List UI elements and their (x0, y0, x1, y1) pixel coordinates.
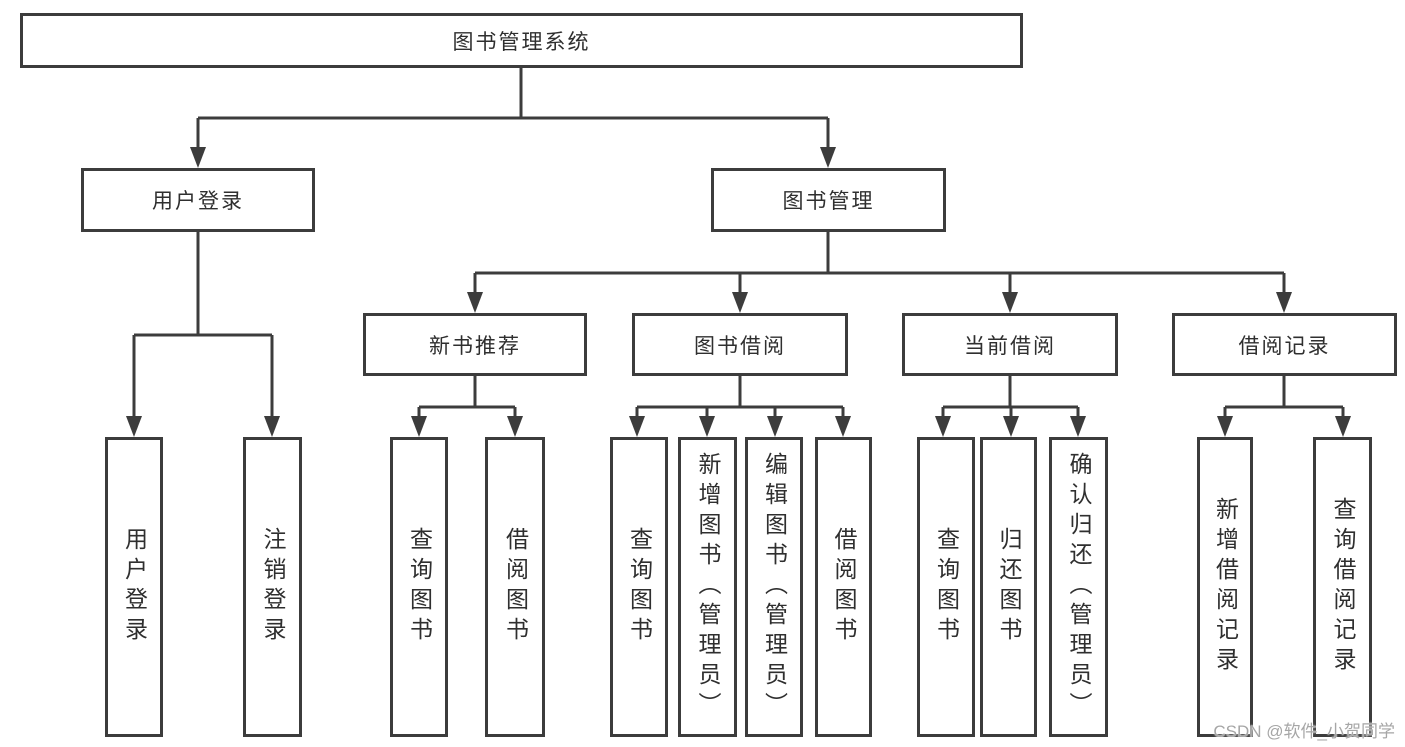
leaf-record-query: 查询借阅记录 (1313, 437, 1372, 737)
leaf-user-login-label: 用户登录 (121, 527, 148, 647)
leaf-user-login: 用户登录 (105, 437, 163, 737)
leaf-borrow-borrow: 借阅图书 (815, 437, 872, 737)
node-user-login-label: 用户登录 (152, 190, 244, 213)
arrowheads (126, 147, 1351, 437)
leaf-current-confirm: 确认归还（管理员） (1049, 437, 1108, 737)
leaf-borrow-add: 新增图书（管理员） (678, 437, 737, 737)
leaf-borrow-borrow-label: 借阅图书 (831, 527, 857, 647)
node-book-borrow: 图书借阅 (632, 313, 848, 376)
node-root-label: 图书管理系统 (452, 30, 591, 54)
csdn-watermark: CSDN @软件_小贺同学 (1213, 722, 1395, 741)
leaf-current-return-label: 归还图书 (996, 527, 1022, 647)
leaf-logout: 注销登录 (243, 437, 302, 737)
leaf-record-query-label: 查询借阅记录 (1330, 497, 1356, 677)
leaf-current-confirm-label: 确认归还（管理员） (1066, 452, 1092, 722)
leaf-borrow-edit-label: 编辑图书（管理员） (761, 452, 788, 722)
leaf-borrow-edit: 编辑图书（管理员） (745, 437, 803, 737)
node-user-login: 用户登录 (81, 168, 315, 232)
leaf-current-query-label: 查询图书 (933, 527, 960, 647)
node-root: 图书管理系统 (20, 13, 1023, 68)
leaf-current-query: 查询图书 (917, 437, 975, 737)
leaf-current-return: 归还图书 (980, 437, 1037, 737)
leaf-newbook-borrow: 借阅图书 (485, 437, 545, 737)
leaf-borrow-query-label: 查询图书 (626, 527, 653, 647)
leaf-record-add-label: 新增借阅记录 (1212, 497, 1239, 677)
node-book-borrow-label: 图书借阅 (694, 334, 786, 358)
node-borrow-record: 借阅记录 (1172, 313, 1397, 376)
node-current-borrow-label: 当前借阅 (964, 334, 1056, 358)
leaf-logout-label: 注销登录 (260, 527, 286, 647)
leaf-borrow-query: 查询图书 (610, 437, 668, 737)
leaf-borrow-add-label: 新增图书（管理员） (695, 452, 721, 722)
leaf-newbook-query-label: 查询图书 (406, 527, 433, 647)
node-new-book: 新书推荐 (363, 313, 587, 376)
node-book-mgmt: 图书管理 (711, 168, 946, 232)
node-new-book-label: 新书推荐 (429, 334, 521, 358)
leaf-record-add: 新增借阅记录 (1197, 437, 1253, 737)
node-borrow-record-label: 借阅记录 (1238, 334, 1331, 358)
node-current-borrow: 当前借阅 (902, 313, 1118, 376)
node-book-mgmt-label: 图书管理 (782, 190, 875, 213)
leaf-newbook-borrow-label: 借阅图书 (502, 527, 529, 647)
leaf-newbook-query: 查询图书 (390, 437, 448, 737)
